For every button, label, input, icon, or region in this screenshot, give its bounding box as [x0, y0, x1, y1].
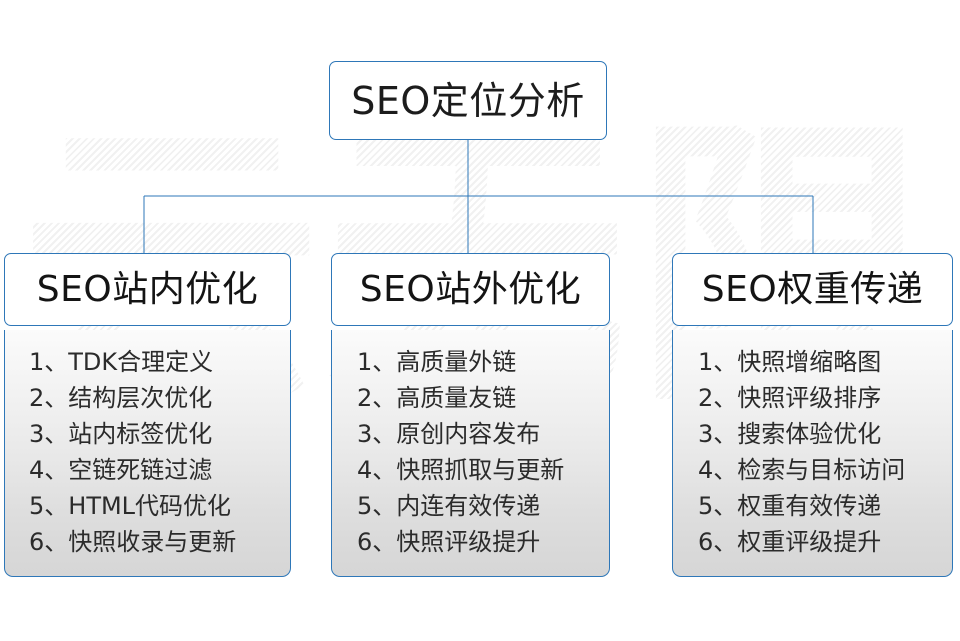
list-item: 5、内连有效传递 [357, 492, 541, 520]
branch-list-3: 1、快照增缩略图 2、快照评级排序 3、搜索体验优化 4、检索与目标访问 5、权… [698, 344, 952, 560]
list-item: 4、快照抓取与更新 [357, 456, 565, 484]
branch-header-2[interactable]: SEO站外优化 [331, 253, 610, 326]
branch-column-1: SEO站内优化 1、TDK合理定义 2、结构层次优化 3、站内标签优化 4、空链… [4, 253, 291, 577]
root-node-label: SEO定位分析 [351, 78, 585, 123]
branch-header-label-2: SEO站外优化 [359, 268, 582, 310]
branch-list-1: 1、TDK合理定义 2、结构层次优化 3、站内标签优化 4、空链死链过滤 5、H… [29, 344, 290, 560]
list-item: 5、权重有效传递 [698, 492, 882, 520]
list-item: 3、原创内容发布 [357, 420, 541, 448]
list-item: 6、快照收录与更新 [29, 528, 237, 556]
list-item: 1、TDK合理定义 [29, 348, 214, 376]
branch-list-2: 1、高质量外链 2、高质量友链 3、原创内容发布 4、快照抓取与更新 5、内连有… [357, 344, 609, 560]
list-item: 6、权重评级提升 [698, 528, 882, 556]
list-item: 5、HTML代码优化 [29, 492, 232, 520]
list-item: 4、空链死链过滤 [29, 456, 213, 484]
branch-header-3[interactable]: SEO权重传递 [672, 253, 953, 326]
branch-body-1: 1、TDK合理定义 2、结构层次优化 3、站内标签优化 4、空链死链过滤 5、H… [4, 330, 291, 577]
list-item: 4、检索与目标访问 [698, 456, 906, 484]
list-item: 3、搜索体验优化 [698, 420, 882, 448]
branch-header-label-1: SEO站内优化 [36, 268, 259, 310]
root-node[interactable]: SEO定位分析 [329, 61, 607, 140]
branch-body-2: 1、高质量外链 2、高质量友链 3、原创内容发布 4、快照抓取与更新 5、内连有… [331, 330, 610, 577]
branch-column-2: SEO站外优化 1、高质量外链 2、高质量友链 3、原创内容发布 4、快照抓取与… [331, 253, 610, 577]
list-item: 1、快照增缩略图 [698, 348, 882, 376]
list-item: 1、高质量外链 [357, 348, 517, 376]
branch-column-3: SEO权重传递 1、快照增缩略图 2、快照评级排序 3、搜索体验优化 4、检索与… [672, 253, 953, 577]
branch-body-3: 1、快照增缩略图 2、快照评级排序 3、搜索体验优化 4、检索与目标访问 5、权… [672, 330, 953, 577]
list-item: 2、高质量友链 [357, 384, 517, 412]
list-item: 2、快照评级排序 [698, 384, 882, 412]
branch-header-1[interactable]: SEO站内优化 [4, 253, 291, 326]
list-item: 6、快照评级提升 [357, 528, 541, 556]
branch-header-label-3: SEO权重传递 [701, 268, 924, 310]
list-item: 2、结构层次优化 [29, 384, 213, 412]
list-item: 3、站内标签优化 [29, 420, 213, 448]
